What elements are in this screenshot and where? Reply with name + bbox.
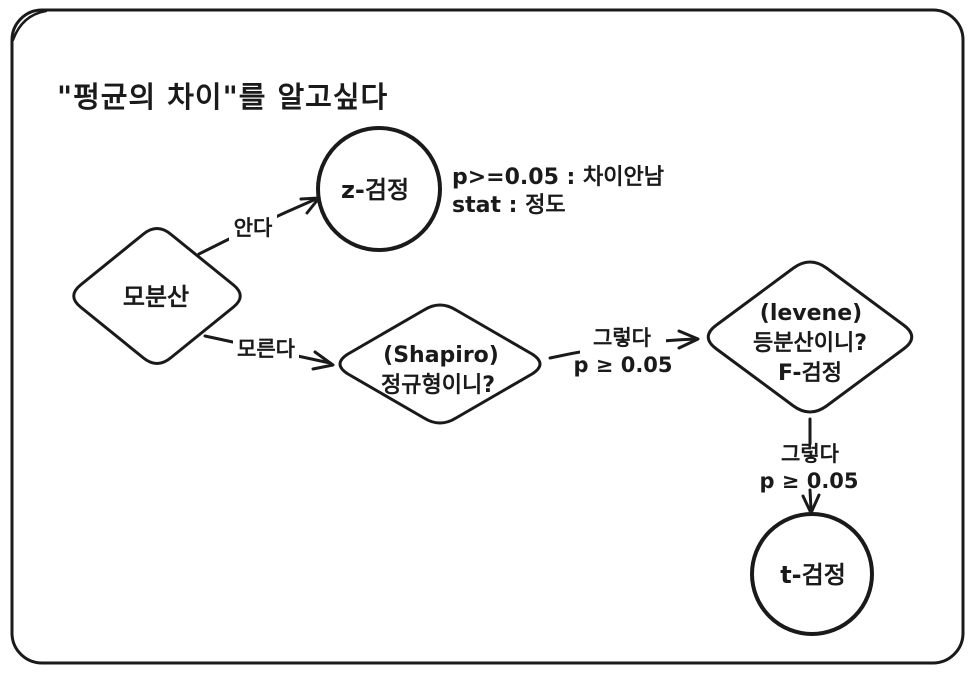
frame-border bbox=[10, 8, 965, 665]
node-z-test-shape bbox=[316, 126, 442, 252]
annotation-line-1: p>=0.05 : 차이안남 bbox=[452, 165, 664, 190]
decision-shapiro-label-1: (Shapiro) bbox=[383, 343, 499, 368]
edge-know-arrowhead-icon bbox=[299, 196, 321, 215]
edge-shapiro-to-levene-label-1: 그렇다 bbox=[593, 326, 652, 350]
decision-shapiro-label-2: 정규형이니? bbox=[381, 373, 495, 398]
edge-levene-to-t-test-label-2: p ≥ 0.05 bbox=[759, 469, 858, 493]
edge-know-label-bg bbox=[229, 211, 277, 241]
decision-levene-label-3: F-검정 bbox=[778, 361, 842, 386]
edge-dont-know-label: 모른다 bbox=[237, 337, 296, 361]
decision-levene-shape bbox=[706, 260, 914, 414]
decision-levene-label-1: (levene) bbox=[760, 301, 862, 326]
edge-dont-know-label-bg bbox=[233, 334, 299, 361]
decision-population-variance-label: 모분산 bbox=[123, 283, 189, 311]
edge-shapiro-to-levene-arrowhead-icon bbox=[677, 329, 700, 350]
edge-levene-to-t-test-line-lower bbox=[808, 488, 813, 511]
edge-know-label: 안다 bbox=[234, 216, 273, 240]
decision-levene-label-2: 등분산이니? bbox=[753, 331, 867, 356]
diagram-title: "펑균의 차이"를 알고싶다 bbox=[57, 80, 388, 114]
edge-shapiro-to-levene-label-2: p ≥ 0.05 bbox=[573, 353, 672, 377]
frame-border-sketch-stroke bbox=[11, 9, 48, 42]
node-z-test-label: z-검정 bbox=[341, 176, 409, 204]
node-t-test-label: t-검정 bbox=[780, 561, 846, 589]
annotation-line-2: stat : 정도 bbox=[452, 193, 566, 218]
decision-shapiro-shape bbox=[338, 303, 542, 425]
node-t-test-shape bbox=[750, 512, 874, 636]
edge-levene-to-t-test-label-1: 그렇다 bbox=[781, 442, 840, 466]
edge-shapiro-to-levene-label-bg bbox=[580, 324, 666, 376]
decision-population-variance-shape bbox=[72, 227, 242, 365]
edge-dont-know-arrowhead-icon bbox=[311, 350, 335, 371]
